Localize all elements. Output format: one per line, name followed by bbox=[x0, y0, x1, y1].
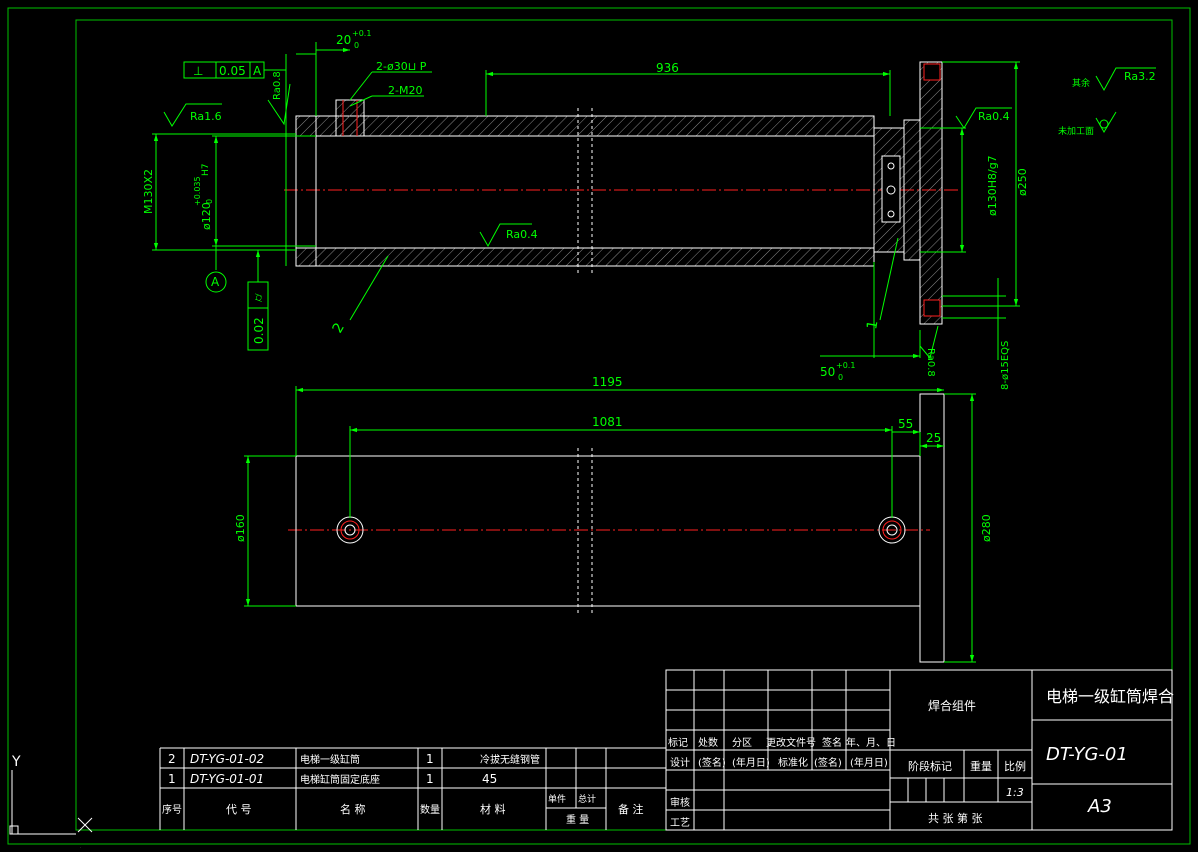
bottom-view: 1195 1081 55 25 ø160 ø280 bbox=[234, 375, 993, 663]
base-flange bbox=[919, 61, 943, 325]
parts-row2-name: 电梯一级缸筒 bbox=[300, 753, 360, 766]
rev-h2: 分区 bbox=[732, 737, 752, 749]
bore-tol-lower: 0 bbox=[205, 199, 214, 204]
roughness-1: Ra0.8 bbox=[272, 71, 283, 100]
hdr-remark: 备 注 bbox=[618, 802, 644, 816]
boss-tol-lower: 0 bbox=[838, 373, 843, 382]
drawing-title: 电梯一级缸筒焊合 bbox=[1046, 687, 1174, 706]
hole-note: 2-ø30⊔ P bbox=[376, 60, 427, 73]
bore-tol-upper: +0.035 bbox=[193, 176, 202, 206]
ucs-x-label: X bbox=[80, 847, 81, 849]
outer-flange-dim: ø250 bbox=[1016, 168, 1029, 196]
scale-value: 1:3 bbox=[1006, 786, 1024, 799]
base-plate bbox=[919, 393, 945, 663]
overall-dim: 1195 bbox=[592, 375, 623, 389]
sheet-size: A3 bbox=[1087, 796, 1112, 817]
dia280-dim: ø280 bbox=[980, 514, 993, 542]
bore-tol-fit: H7 bbox=[201, 164, 211, 177]
process-label: 工艺 bbox=[670, 817, 690, 829]
hdr-no: 序号 bbox=[162, 803, 182, 816]
sheet-text: 共 张 第 张 bbox=[928, 811, 983, 825]
cyl-value: 0.02 bbox=[252, 317, 266, 344]
datum-label: A bbox=[211, 275, 220, 289]
flange-tol-lower: 0 bbox=[354, 41, 359, 50]
stage-label: 阶段标记 bbox=[908, 759, 952, 773]
tube-body bbox=[295, 455, 921, 607]
perp-symbol: ⊥ bbox=[193, 64, 203, 78]
cyl-symbol: ⌭ bbox=[251, 293, 265, 302]
rev-h4: 签名 bbox=[822, 736, 842, 749]
flange-25-dim: 25 bbox=[926, 431, 941, 445]
ucs-y-label: Y bbox=[11, 754, 21, 770]
threaded-port bbox=[335, 99, 365, 137]
bore-dim: ø120 bbox=[200, 202, 213, 230]
parts-row1-qty: 1 bbox=[426, 772, 434, 786]
tube-wall-top bbox=[295, 115, 875, 137]
perp-value: 0.05 bbox=[219, 64, 246, 78]
drawing-frame bbox=[7, 7, 1191, 845]
parts-row1-material: 45 bbox=[482, 772, 497, 786]
rev-h5: 年、月、日 bbox=[846, 736, 896, 749]
sign-4: (签名) bbox=[814, 756, 842, 769]
top-section-view: 20 +0.1 0 ⊥ 0.05 A 2-ø30⊔ P 2-M20 936 Ra… bbox=[142, 29, 1029, 390]
fit-dim: ø130H8/g7 bbox=[986, 155, 999, 216]
unmachined-label: 未加工面 bbox=[1058, 125, 1094, 137]
part-type: 焊合组件 bbox=[928, 698, 976, 713]
weight-label: 重量 bbox=[970, 759, 992, 773]
hdr-total: 总计 bbox=[578, 793, 596, 805]
rev-h1: 处数 bbox=[698, 736, 718, 749]
parts-row1-name: 电梯缸筒固定底座 bbox=[300, 773, 380, 786]
title-block bbox=[665, 669, 1173, 831]
sign-0: 设计 bbox=[670, 756, 690, 769]
thread-dim: M130X2 bbox=[142, 169, 155, 214]
offset-dim: 55 bbox=[898, 417, 913, 431]
boss-tol-upper: +0.1 bbox=[836, 361, 855, 370]
flange-tol-upper: +0.1 bbox=[352, 29, 371, 38]
roughness-legend: 其余 Ra3.2 未加工面 bbox=[1058, 67, 1156, 137]
hdr-name: 名 称 bbox=[340, 802, 366, 816]
other-label: 其余 bbox=[1072, 77, 1090, 89]
roughness-2: Ra1.6 bbox=[190, 110, 222, 123]
rev-h3: 更改文件号 bbox=[766, 736, 816, 749]
scale-label: 比例 bbox=[1004, 759, 1026, 773]
roughness-3: Ra0.4 bbox=[506, 228, 538, 241]
roughness-5: Ra0.8 bbox=[925, 348, 936, 377]
parts-list bbox=[159, 747, 666, 830]
rev-h0: 标记 bbox=[668, 737, 688, 749]
flange-dim: 20 bbox=[336, 33, 351, 47]
hdr-unit: 单件 bbox=[548, 793, 566, 805]
roughness-4: Ra0.4 bbox=[978, 110, 1010, 123]
hdr-qty: 数量 bbox=[420, 803, 440, 816]
sign-1: (签名) bbox=[698, 756, 726, 769]
parts-row2-no: 2 bbox=[168, 752, 176, 766]
ucs-icon: Y X bbox=[9, 754, 93, 849]
hdr-weight: 重 量 bbox=[566, 813, 589, 826]
thread-note: 2-M20 bbox=[388, 84, 422, 97]
other-roughness: Ra3.2 bbox=[1124, 70, 1156, 83]
parts-row2-material: 冷拔无缝钢管 bbox=[480, 753, 540, 766]
leader-1: 1 bbox=[864, 319, 881, 331]
tube-wall-bottom bbox=[295, 247, 875, 267]
drawing-no: DT-YG-01 bbox=[1046, 744, 1128, 765]
length-dim: 936 bbox=[656, 61, 679, 75]
sign-2: (年月日) bbox=[732, 756, 770, 769]
dia160-dim: ø160 bbox=[234, 514, 247, 542]
perp-datum: A bbox=[253, 64, 262, 78]
boss-dim: 50 bbox=[820, 365, 835, 379]
parts-row1-no: 1 bbox=[168, 772, 176, 786]
leader-2: 2 bbox=[330, 320, 348, 336]
parts-row1-code: DT-YG-01-01 bbox=[190, 772, 264, 786]
parts-row2-qty: 1 bbox=[426, 752, 434, 766]
hdr-code: 代 号 bbox=[226, 803, 252, 816]
parts-row2-code: DT-YG-01-02 bbox=[190, 752, 264, 766]
holes-dim: 8-ø15EQS bbox=[1000, 341, 1011, 390]
sign-5: (年月日) bbox=[850, 756, 888, 769]
review-label: 审核 bbox=[670, 796, 690, 809]
sign-3: 标准化 bbox=[778, 756, 808, 769]
hole-spacing-dim: 1081 bbox=[592, 415, 623, 429]
hdr-material: 材 料 bbox=[480, 802, 506, 816]
